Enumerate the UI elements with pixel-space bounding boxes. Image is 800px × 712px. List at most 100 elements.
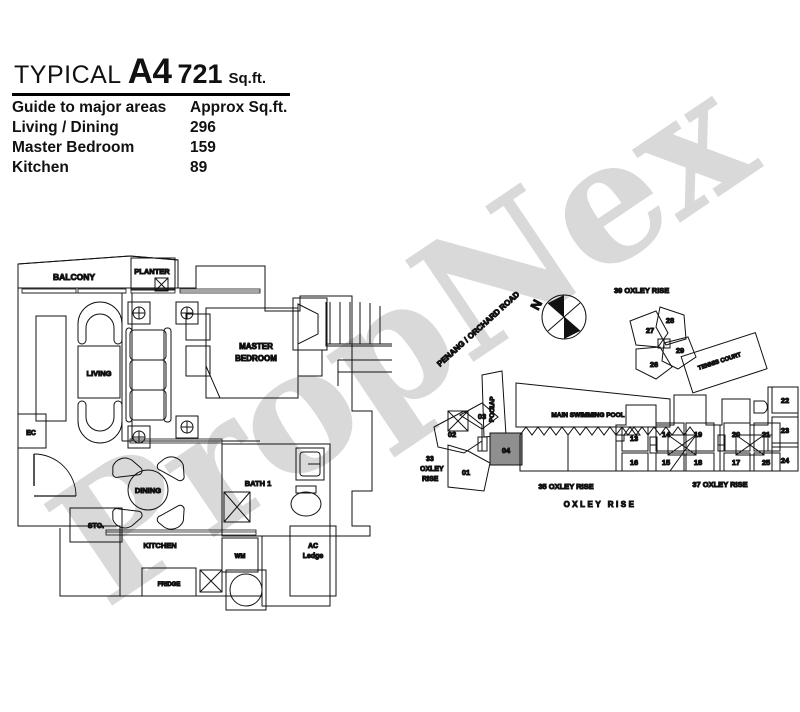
block-33-label-line1: 33 <box>426 456 434 463</box>
kitchen-counter <box>105 529 257 536</box>
unit-18-label: 18 <box>694 458 702 467</box>
unit-17-label: 17 <box>732 458 740 467</box>
block-39-outline <box>629 306 697 380</box>
compass-north-label: N <box>527 297 545 312</box>
bed <box>205 307 299 399</box>
bath1-label: BATH 1 <box>245 479 272 488</box>
planter-drain-icon <box>154 277 169 292</box>
side-table-lamp <box>175 301 199 325</box>
kitchen-label: KITCHEN <box>143 541 176 550</box>
title-divider <box>12 93 290 96</box>
plan-title: TYPICAL A4 721 Sq.ft. <box>12 52 302 92</box>
unit-floorplan: BALCONY PLANTER <box>17 255 392 611</box>
block-39-label: 39 OXLEY RISE <box>614 286 669 295</box>
bedroom-closet-doors <box>129 438 223 444</box>
unit-28-label: 28 <box>666 316 674 325</box>
sofa <box>125 327 172 423</box>
balcony-outline <box>17 255 179 289</box>
ac-ledge-label-line2: Ledge <box>303 553 324 560</box>
unit-13-label: 13 <box>630 434 638 443</box>
unit-outline <box>17 255 373 607</box>
planter-label: PLANTER <box>134 267 170 276</box>
unit-26-label: 26 <box>650 360 658 369</box>
area-row: Living / Dining 296 <box>12 118 302 138</box>
unit-22-label: 22 <box>781 396 789 405</box>
compass-icon <box>541 294 587 340</box>
bedroom-window <box>179 288 261 294</box>
area-row-value: 296 <box>190 119 216 137</box>
unit-20-label: 20 <box>732 430 740 439</box>
entry-door <box>33 453 77 497</box>
dining-label: DINING <box>135 486 161 495</box>
title-typical-word: TYPICAL <box>14 61 122 89</box>
tennis-court-outline <box>680 331 768 394</box>
road-label: PENANG / ORCHARD ROAD <box>435 290 521 369</box>
street-label: OXLEY RISE <box>564 500 637 509</box>
unit-29-label: 29 <box>676 346 684 355</box>
block-33-label-line2: OXLEY <box>420 466 444 473</box>
title-area-unit: Sq.ft. <box>228 70 267 87</box>
coffee-table <box>77 345 121 399</box>
ec-closet <box>17 413 47 449</box>
block-37-label: 37 OXLEY RISE <box>692 480 747 489</box>
area-head-right: Approx Sq.ft. <box>190 99 288 116</box>
armchair <box>77 400 123 444</box>
lap-pool-label-line1: LAP <box>489 396 496 410</box>
area-row-label: Master Bedroom <box>12 139 135 157</box>
unit-14-label: 14 <box>662 430 671 439</box>
area-row: Kitchen 89 <box>12 158 302 178</box>
area-row-value: 89 <box>190 159 208 177</box>
nightstand <box>185 345 211 377</box>
unit-24-label: 24 <box>781 456 790 465</box>
washing-machine <box>221 537 259 573</box>
sink <box>295 447 325 481</box>
block-33-label-line3: RISE <box>422 476 439 483</box>
unit-04-highlighted[interactable] <box>489 432 523 466</box>
area-row-value: 159 <box>190 139 216 157</box>
balcony-label: BALCONY <box>53 272 95 282</box>
toilet <box>290 485 322 517</box>
bath1-outline <box>221 443 331 537</box>
area-row: Master Bedroom 159 <box>12 138 302 158</box>
store-label: STO. <box>88 523 104 530</box>
unit-03-label: 03 <box>478 412 486 421</box>
shower-tray <box>223 491 251 523</box>
lap-pool-label-line2: POOL <box>489 404 497 423</box>
living-label: LIVING <box>86 369 111 378</box>
side-table-lamp <box>127 301 151 325</box>
armchair <box>77 301 123 345</box>
kitchen-round-sink <box>225 569 267 611</box>
main-pool-label: MAIN SWIMMING POOL <box>551 412 624 419</box>
dresser <box>297 349 323 377</box>
planter-outline <box>130 257 176 291</box>
unit-25-label: 25 <box>762 458 770 467</box>
store-outline <box>69 507 123 543</box>
side-table-lamp <box>175 415 199 439</box>
nightstand <box>185 313 211 341</box>
block-37-right-outline <box>717 386 799 472</box>
kitchen-hob <box>199 569 223 593</box>
ac-ledge-outline <box>289 525 337 597</box>
unit-19-label: 19 <box>694 430 702 439</box>
washing-machine-label: WM <box>235 554 246 560</box>
lift-core-33 <box>477 436 488 452</box>
unit-23-label: 23 <box>781 426 789 435</box>
unit-16-label: 16 <box>630 458 638 467</box>
fridge <box>141 567 197 597</box>
unit-04-label: 04 <box>502 446 511 455</box>
unit-21-label: 21 <box>762 430 770 439</box>
area-row-label: Kitchen <box>12 159 69 177</box>
main-pool-outline <box>515 382 671 428</box>
area-head-left: Guide to major areas <box>12 99 167 116</box>
block-35-label: 35 OXLEY RISE <box>538 482 593 491</box>
area-row-label: Living / Dining <box>12 119 119 137</box>
balcony-sliding-doors <box>21 288 176 294</box>
block-35-outline <box>519 426 697 472</box>
title-total-area: 721 <box>177 59 223 89</box>
unit-27-label: 27 <box>646 326 654 335</box>
area-table: Guide to major areas Approx Sq.ft. Livin… <box>12 98 302 179</box>
site-plan: N PENANG / ORCHARD ROAD LAP POOL MAIN SW… <box>420 286 799 510</box>
side-table-lamp <box>127 425 151 449</box>
wardrobe <box>292 297 328 351</box>
